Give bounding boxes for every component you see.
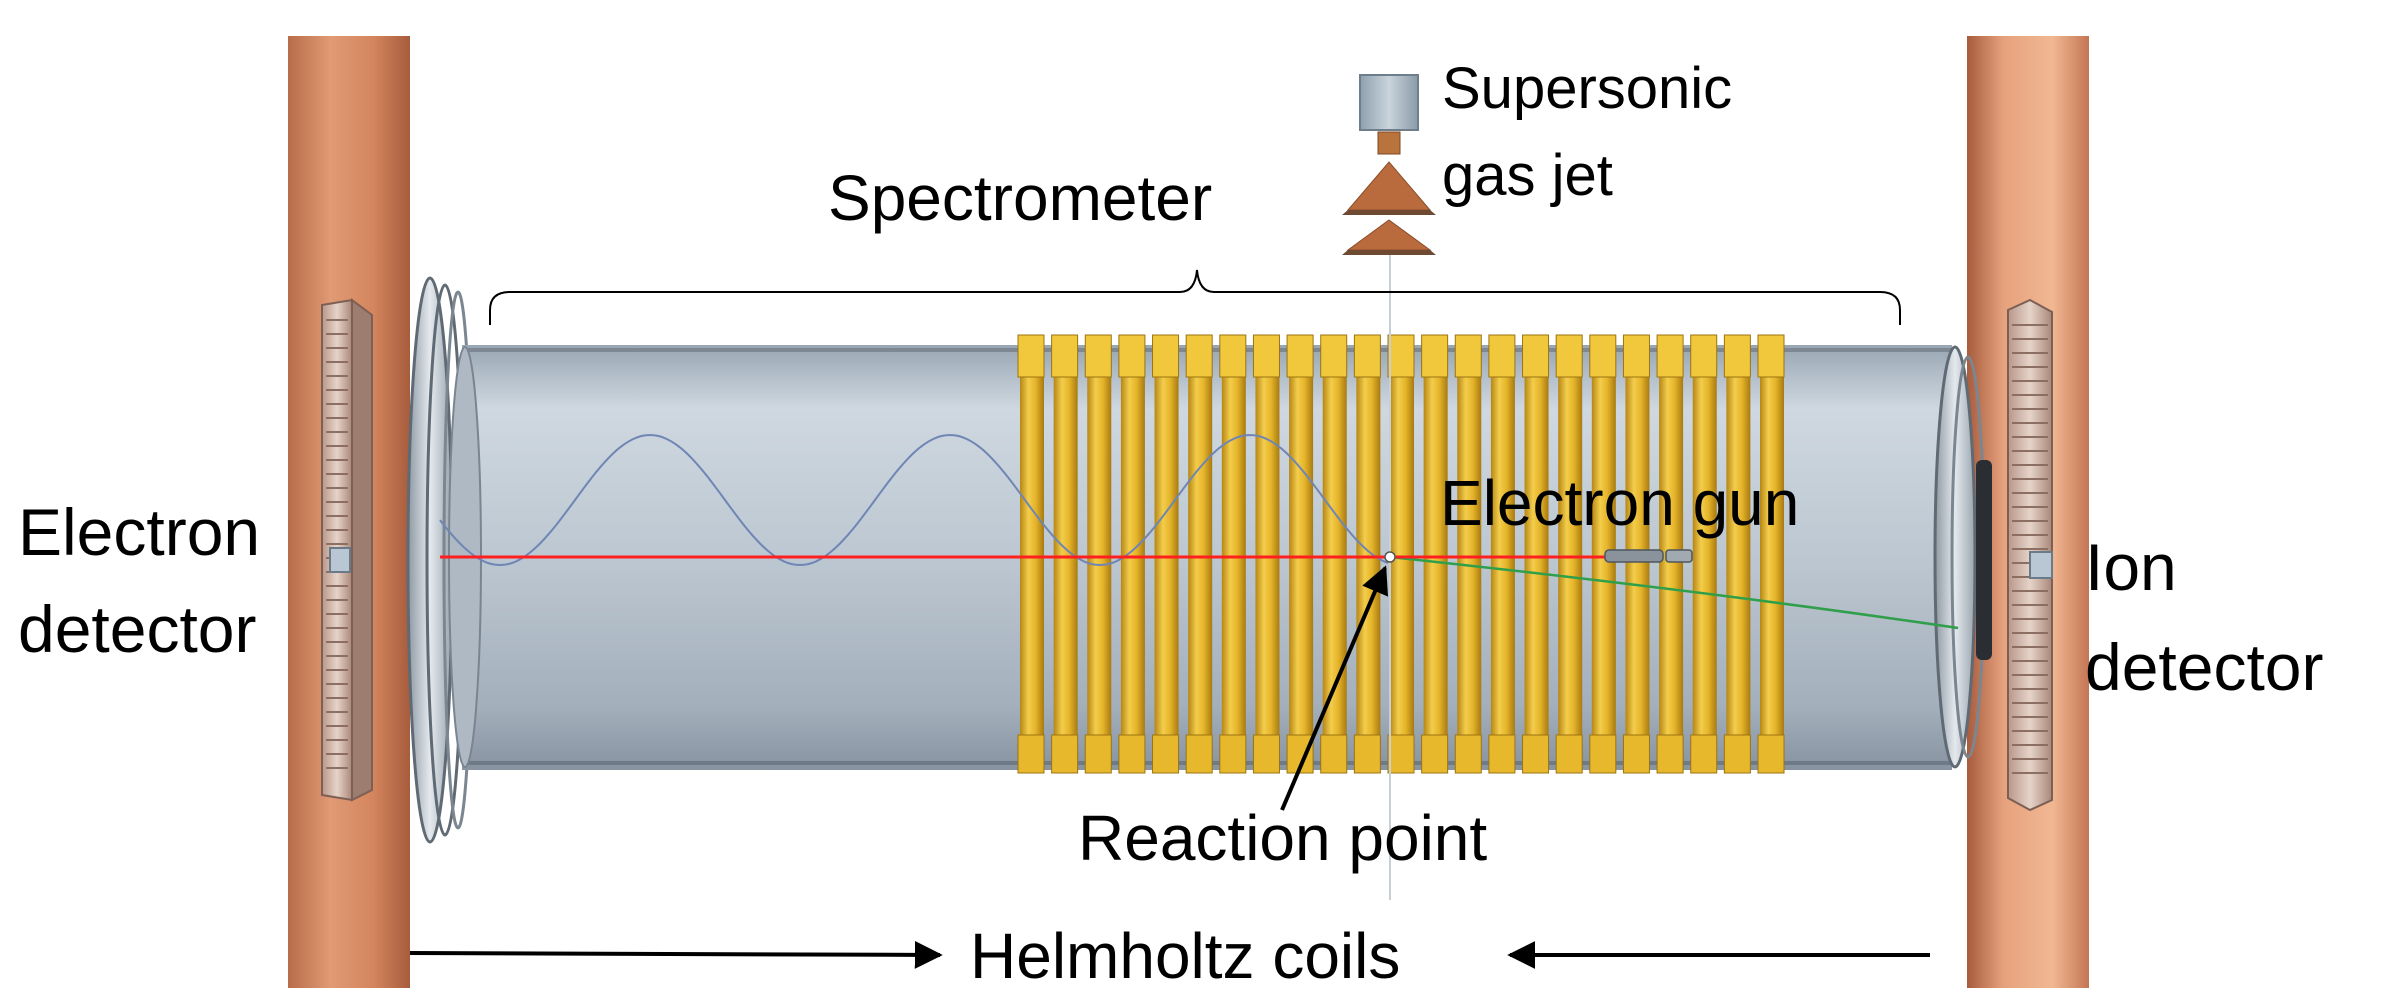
electron-gun [1604,549,1693,563]
electron-trajectory [439,434,1389,567]
electrode-ring [1017,334,1045,774]
gas-jet-nozzle [1342,74,1436,255]
electrode-ring [1454,334,1482,774]
electrode-ring [1286,334,1314,774]
electrode-ring [1690,334,1718,774]
electrode-ring [1185,334,1213,774]
electrode-ring [1522,334,1550,774]
electrode-ring [1421,334,1449,774]
gas-jet-label-line1: Supersonic [1442,56,1732,121]
electrode-ring [1320,334,1348,774]
ion-detector-label-line2: detector [2085,630,2323,704]
electrode-ring [1084,334,1112,774]
electrode-ring [1252,334,1280,774]
electrode-ring [1353,334,1381,774]
electrode-rings [1017,334,1785,774]
spectrometer-label: Spectrometer [828,162,1212,234]
electrode-ring [1118,334,1146,774]
flange-right [1933,345,1992,769]
electron-detector-label-line1: Electron [18,495,260,569]
gas-jet-label-line2: gas jet [1442,143,1613,208]
helmholtz-arrow-left [409,940,943,969]
electrode-ring [1488,334,1516,774]
ion-detector-label-line1: Ion [2085,530,2177,604]
electrode-ring [1152,334,1180,774]
reaction-point-arrow [1280,565,1389,811]
ion-trajectory [1389,555,1959,630]
electrode-ring [1219,334,1247,774]
electrode-ring [1387,334,1415,774]
reaction-point-marker [1384,551,1396,563]
electron-detector [321,298,373,802]
helmholtz-coils-label: Helmholtz coils [970,920,1400,992]
ion-detector [2007,298,2053,812]
electrode-ring [1051,334,1079,774]
electrode-ring [1723,334,1751,774]
electron-detector-label-line2: detector [18,592,256,666]
electron-gun-label: Electron gun [1440,467,1799,539]
spectrometer-brace [489,269,1901,325]
electrode-ring [1757,334,1785,774]
electrode-ring [1555,334,1583,774]
reaction-point-label: Reaction point [1078,802,1487,874]
